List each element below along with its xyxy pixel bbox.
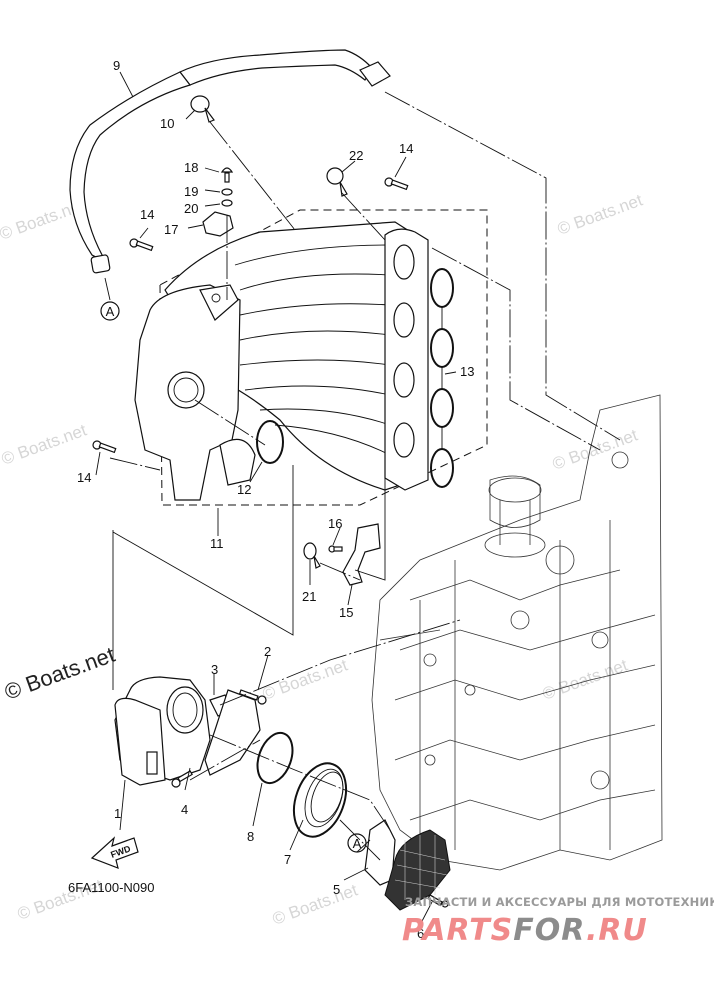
callout-3: 3	[211, 662, 218, 677]
watermark: © Boats.net	[540, 655, 630, 703]
watermark: © Boats.net	[270, 880, 360, 928]
callout-21: 21	[302, 589, 316, 604]
callout-20: 16	[328, 516, 342, 531]
callout-16: 18	[184, 160, 198, 175]
bolt-part-6[interactable]	[427, 894, 449, 908]
intake-joint-part-7[interactable]	[284, 756, 355, 844]
throttle-body-part-1[interactable]	[114, 676, 211, 786]
callout-7: 7	[284, 852, 291, 867]
watermark: © Boats.net	[0, 420, 89, 468]
hose-clamp-part-8[interactable]	[251, 728, 299, 788]
callout-11: 11	[210, 536, 224, 551]
callout-12: 12	[237, 482, 251, 497]
adapter	[204, 689, 261, 776]
svg-text:A: A	[106, 304, 115, 319]
gasket-part-13[interactable]	[430, 268, 454, 488]
callout-15: 17	[164, 222, 178, 237]
watermark: © Boats.net	[260, 655, 350, 703]
bolt-part-20[interactable]	[328, 545, 343, 553]
callout-22: 22	[349, 148, 363, 163]
callout-14-left: 14	[140, 207, 154, 222]
intake-manifold-part-11[interactable]	[134, 209, 488, 506]
sensor-stack[interactable]	[202, 167, 234, 237]
ru-tagline: ЗАПЧАСТИ И АКСЕССУАРЫ ДЛЯ МОТОТЕХНИКИ	[405, 895, 714, 909]
callout-labels: 9 10 18 19 20 17 22 14 14 14 12 13 11 16…	[77, 58, 474, 941]
clamp-part-21[interactable]	[303, 542, 321, 569]
callout-17: 19	[184, 184, 198, 199]
callout-1: 1	[114, 806, 121, 821]
watermark: © Boats.net	[555, 190, 645, 238]
forward-direction-arrow: FWD	[90, 836, 139, 869]
hose-part-9[interactable]	[69, 49, 391, 274]
callout-9: 9	[113, 58, 120, 73]
clamp-part-10[interactable]	[190, 95, 215, 123]
callout-6: 6	[417, 926, 424, 941]
diagram-code: 6FA1100-N090	[68, 880, 155, 895]
callout-13: 13	[460, 364, 474, 379]
callout-5: 5	[333, 882, 340, 897]
callout-14-bottom-left: 14	[77, 470, 91, 485]
engine-block	[371, 394, 663, 871]
clamp-part-22[interactable]	[326, 167, 348, 197]
o-ring-part-12[interactable]	[256, 420, 284, 464]
callout-4: 4	[181, 802, 188, 817]
bolt-part-14[interactable]	[92, 177, 409, 454]
callout-8: 8	[247, 829, 254, 844]
callout-19: 15	[339, 605, 353, 620]
svg-text:A: A	[353, 836, 362, 851]
bracket-part-19[interactable]	[342, 523, 381, 586]
callout-2: 2	[264, 644, 271, 659]
silencer-part-5[interactable]	[364, 819, 451, 911]
leader-lines	[95, 71, 621, 926]
ru-logo: PARTSFOR.RU	[402, 913, 648, 948]
callout-10: 10	[160, 116, 174, 131]
callout-14-top-right: 14	[399, 141, 413, 156]
watermark: © Boats.net	[550, 425, 640, 473]
partsfor-watermark: ЗАПЧАСТИ И АКСЕССУАРЫ ДЛЯ МОТОТЕХНИКИ PA…	[402, 895, 714, 948]
callout-18: 20	[184, 201, 198, 216]
watermark-dark: © Boats.net	[1, 642, 118, 705]
